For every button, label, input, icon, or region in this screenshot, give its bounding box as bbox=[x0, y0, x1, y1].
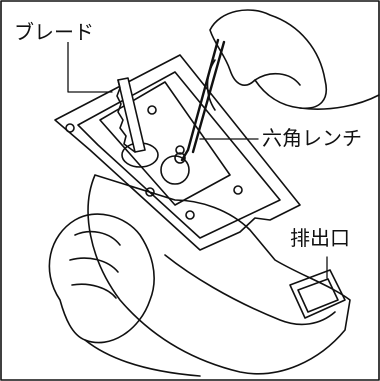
left-hand-finger-3 bbox=[71, 283, 117, 299]
left-hand-finger-2 bbox=[69, 257, 119, 273]
tool-body bbox=[87, 174, 351, 375]
right-hand-thumb bbox=[206, 59, 216, 111]
clamp-screw bbox=[174, 152, 186, 164]
blade-leader bbox=[67, 41, 113, 93]
blade-label: ブレード bbox=[12, 20, 96, 44]
exhaust-port bbox=[289, 269, 346, 319]
exhaust-port-inner bbox=[297, 278, 339, 313]
blade-teeth bbox=[116, 79, 136, 153]
right-hand-fold bbox=[254, 72, 301, 86]
base-plate bbox=[54, 54, 301, 251]
plate-hole-1 bbox=[65, 123, 75, 133]
blade bbox=[117, 77, 146, 153]
hex-wrench bbox=[180, 38, 220, 162]
tool-body-panel bbox=[164, 254, 336, 326]
plate-hole-3 bbox=[175, 145, 185, 155]
right-hand-wrist bbox=[299, 94, 380, 110]
plate-hole-4 bbox=[145, 187, 155, 197]
left-hand-finger-1 bbox=[74, 230, 121, 246]
exhaust-port-label: 排出口 bbox=[288, 226, 352, 250]
wrist-left bbox=[84, 339, 201, 377]
right-hand bbox=[209, 9, 327, 109]
plate-hole-6 bbox=[233, 185, 243, 195]
hex-wrench-label: 六角レンチ bbox=[260, 126, 364, 150]
blade-slot bbox=[99, 81, 231, 206]
base-plate-inner bbox=[77, 71, 281, 239]
plate-hole-2 bbox=[147, 105, 157, 115]
plate-hole-5 bbox=[185, 210, 195, 220]
